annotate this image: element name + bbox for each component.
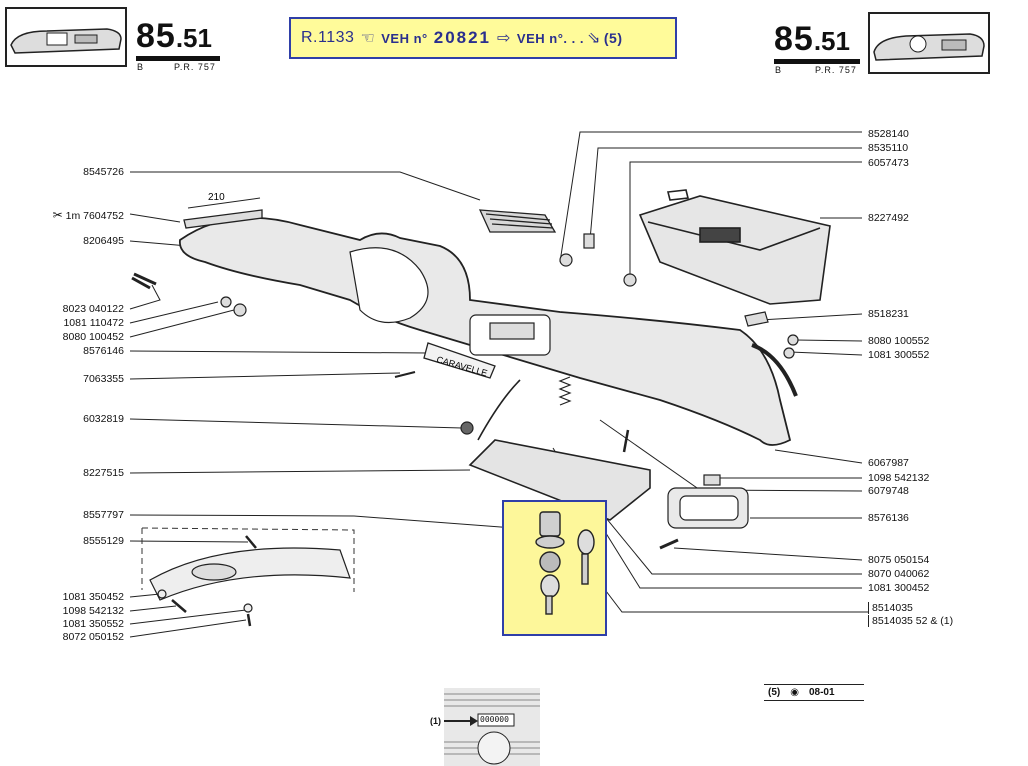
banner-ref: R.1133 — [301, 29, 355, 46]
page-sub-pr: P.R. 757 — [174, 62, 216, 72]
lock-and-keys-highlight — [502, 500, 607, 636]
label-8080-100552: 8080 100552 — [868, 335, 930, 347]
footer-note: (5) ◉ 08-01 — [764, 684, 864, 701]
vehicle-range-banner: R.1133 ☜ VEH n° 20821 ⇨ VEH n°. . . ⇘ (5… — [289, 17, 677, 59]
eye-icon: ◉ — [790, 687, 799, 698]
label-1m-7604752-text: 1m 7604752 — [65, 210, 124, 222]
dimension-label: 210 — [208, 192, 225, 203]
label-8514035-52: 8514035 52 & (1) — [868, 615, 953, 627]
label-1081-300552: 1081 300552 — [868, 349, 930, 361]
banner-veh-to: VEH n°. . . — [516, 30, 584, 46]
label-8576146: 8576146 — [83, 345, 124, 357]
page-sub-b-right: B — [775, 65, 783, 75]
label-8075-050154: 8075 050154 — [868, 554, 930, 566]
banner-note: (5) — [603, 30, 623, 46]
label-6032819: 6032819 — [83, 413, 124, 425]
page-number-bar — [136, 56, 220, 61]
page-number-bar-right — [774, 59, 860, 64]
label-8545726: 8545726 — [83, 166, 124, 178]
corner-arrow-icon: ⇘ — [586, 30, 601, 47]
label-7063355: 7063355 — [83, 373, 124, 385]
label-8227492: 8227492 — [868, 212, 909, 224]
page-sub-b: B — [137, 62, 145, 72]
lock-and-keys-icon — [535, 511, 595, 615]
lock-serial-inset-icon — [444, 688, 540, 766]
label-1081-350452: 1081 350452 — [62, 591, 124, 603]
footer-note-ref: (5) — [768, 687, 781, 698]
hand-pointer-icon: ☜ — [360, 30, 376, 47]
label-8023-040122: 8023 040122 — [62, 303, 124, 315]
banner-veh-from: VEH n° — [381, 30, 428, 46]
label-8555129: 8555129 — [83, 535, 124, 547]
scissors-icon: ✂ — [52, 208, 63, 222]
label-6067987: 6067987 — [868, 457, 909, 469]
label-1098-542132-left: 1098 542132 — [62, 605, 124, 617]
label-8072-050152: 8072 050152 — [62, 631, 124, 643]
page-number-suffix-right: .51 — [813, 26, 850, 56]
page-number-right: 85.51 — [774, 20, 850, 59]
page-sub-pr-right: P.R. 757 — [815, 65, 857, 75]
dashboard-thumbnail-icon-right — [873, 33, 985, 61]
inset-serial: 000000 — [480, 715, 509, 724]
label-8514035: 8514035 — [868, 602, 913, 614]
label-1081-110472: 1081 110472 — [63, 317, 124, 329]
banner-vehicle-number: 20821 — [433, 28, 492, 47]
thumbnail-left — [5, 7, 127, 67]
thumbnail-right — [868, 12, 990, 74]
page-number-left: 85.51 — [136, 17, 212, 56]
label-1098-542132-right: 1098 542132 — [868, 472, 930, 484]
label-8227515: 8227515 — [83, 467, 124, 479]
page-number-suffix: .51 — [175, 23, 212, 53]
inset-note: (1) — [430, 716, 441, 726]
label-1081-350552: 1081 350552 — [62, 618, 124, 630]
label-6079748: 6079748 — [868, 485, 909, 497]
label-8535110: 8535110 — [868, 142, 909, 154]
label-8518231: 8518231 — [868, 308, 909, 320]
label-1m-7604752: ✂ 1m 7604752 — [53, 208, 124, 222]
dashboard-thumbnail-icon — [10, 28, 122, 54]
page-number-main-right: 85 — [774, 20, 814, 58]
label-8070-040062: 8070 040062 — [868, 568, 930, 580]
label-8576136: 8576136 — [868, 512, 909, 524]
label-8206495: 8206495 — [83, 235, 124, 247]
label-1081-300452: 1081 300452 — [868, 582, 930, 594]
inset-detail — [444, 688, 540, 766]
page-number-main: 85 — [136, 17, 176, 55]
label-6057473: 6057473 — [868, 157, 909, 169]
footer-date: 08-01 — [808, 687, 835, 698]
label-8557797: 8557797 — [83, 509, 124, 521]
label-8080-100452: 8080 100452 — [62, 331, 124, 343]
label-8528140: 8528140 — [868, 128, 909, 140]
arrow-right-icon: ⇨ — [497, 30, 511, 47]
